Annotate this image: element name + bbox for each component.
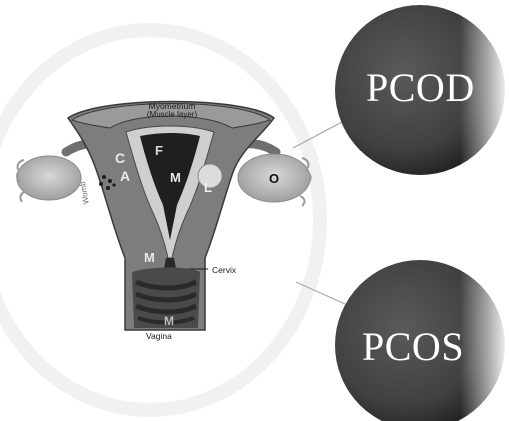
cervical-canal: [164, 258, 176, 268]
marker-f: F: [155, 143, 163, 158]
marker-m-body: M: [170, 170, 181, 185]
marker-m-cervix: M: [144, 250, 155, 265]
pcos-label: PCOS: [362, 323, 464, 370]
marker-a: A: [120, 168, 130, 184]
marker-m-vagina: M: [164, 314, 174, 328]
left-ovary: [17, 156, 81, 202]
myometrium-subtitle: (Muscle layer): [132, 110, 212, 119]
vagina-label: Vagina: [146, 331, 172, 341]
pcod-label: PCOD: [366, 64, 475, 111]
marker-l: L: [204, 180, 212, 195]
marker-o: O: [269, 171, 279, 186]
cervix-label: Cervix: [212, 265, 236, 275]
marker-c: C: [115, 150, 125, 166]
